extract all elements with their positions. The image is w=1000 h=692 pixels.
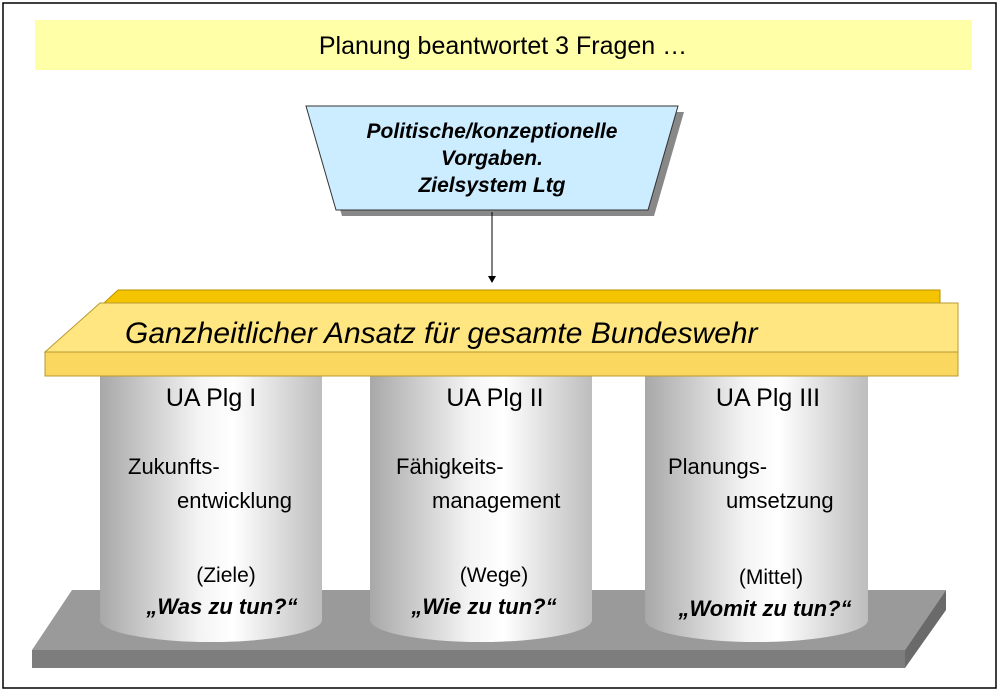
column-line: Planungs- [668, 454, 767, 479]
top-box-line: Vorgaben. [441, 147, 543, 170]
column-heading: UA Plg I [166, 384, 256, 412]
column-question: „Womit zu tun?“ [677, 596, 851, 621]
roof-plank: Ganzheitlicher Ansatz für gesamte Bundes… [43, 289, 959, 377]
column-line: management [432, 488, 560, 513]
column-2-text: UA Plg II Fähigkeits- management (Wege) … [396, 384, 560, 619]
top-box-line: Zielsystem Ltg [417, 174, 565, 197]
column-category: (Mittel) [739, 566, 803, 589]
column-line: Fähigkeits- [396, 454, 504, 479]
column-heading: UA Plg II [446, 384, 543, 412]
column-line: entwicklung [177, 488, 292, 513]
arrow [488, 212, 496, 283]
column-1-text: UA Plg I Zukunfts- entwicklung (Ziele) „… [128, 384, 298, 619]
column-category: (Ziele) [196, 564, 256, 587]
column-line: umsetzung [726, 488, 834, 513]
title: Planung beantwortet 3 Fragen … [319, 32, 687, 60]
title-banner [35, 20, 972, 70]
column-heading: UA Plg III [716, 384, 820, 412]
column-question: „Wie zu tun?“ [410, 594, 556, 619]
column-question: „Was zu tun?“ [145, 594, 297, 619]
column-3-text: UA Plg III Planungs- umsetzung (Mittel) … [668, 384, 852, 621]
roof-label: Ganzheitlicher Ansatz für gesamte Bundes… [125, 317, 759, 350]
top-box-line: Politische/konzeptionelle [367, 120, 618, 143]
top-box: Politische/konzeptionelle Vorgaben. Ziel… [305, 105, 684, 216]
column-category: (Wege) [460, 564, 528, 587]
column-1 [100, 370, 322, 642]
column-3 [645, 370, 868, 643]
column-2 [370, 370, 592, 642]
column-line: Zukunfts- [128, 454, 220, 479]
